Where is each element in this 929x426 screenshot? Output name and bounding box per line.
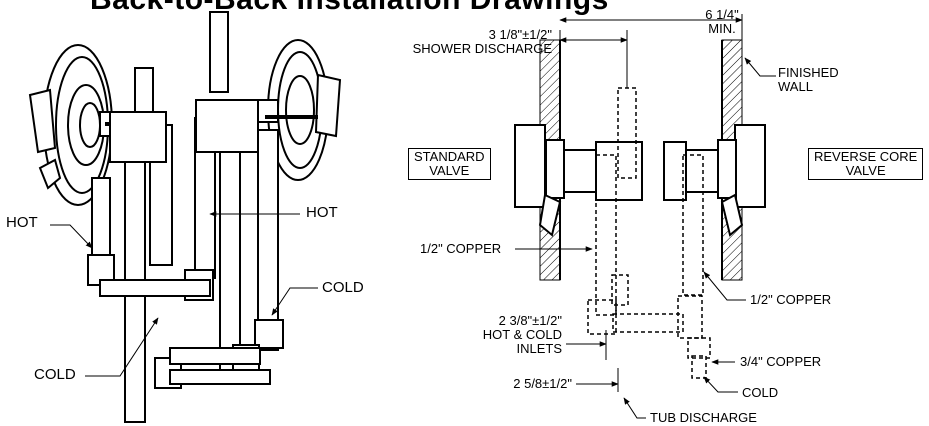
cold-label-left: COLD — [34, 366, 76, 383]
reverse-valve-section — [663, 124, 766, 237]
shower-discharge-dimension: 3 1/8"±1/2" SHOWER DISCHARGE — [413, 27, 552, 56]
left-leaders — [50, 211, 318, 377]
reverse-core-valve-label: REVERSE CORE VALVE — [808, 148, 924, 180]
page-title: Back-to-Back Installation Drawings — [90, 0, 609, 16]
inlets-line3: INLETS — [516, 341, 562, 356]
shower-discharge-value: 3 1/8"±1/2" — [488, 27, 552, 42]
standard-valve-line1: STANDARD — [414, 149, 485, 164]
copper-half-label-right: 1/2" COPPER — [750, 292, 832, 307]
tub-dimension: 2 5/8±1/2" — [513, 376, 572, 391]
dimension-lines — [515, 14, 776, 419]
inlets-line2: HOT & COLD — [482, 327, 562, 342]
cold-label-right: COLD — [322, 279, 364, 296]
wall-spacing-min: MIN. — [708, 21, 736, 36]
wall-spacing-dimension: 6 1/4" MIN. — [696, 8, 748, 36]
right-valve-trim — [251, 39, 342, 181]
isometric-view — [28, 11, 342, 423]
reverse-core-line2: VALVE — [845, 163, 886, 178]
finished-wall-line2: WALL — [778, 79, 813, 94]
reverse-core-line1: REVERSE CORE — [814, 149, 918, 164]
shower-discharge-label: SHOWER DISCHARGE — [412, 41, 552, 56]
standard-valve-section — [514, 124, 643, 237]
inlets-value: 2 3/8"±1/2" — [498, 313, 562, 328]
copper-three-quarter-label: 3/4" COPPER — [740, 354, 822, 369]
dashed-piping — [587, 87, 711, 379]
standard-valve-label: STANDARD VALVE — [408, 148, 491, 180]
copper-half-label-left: 1/2" COPPER — [420, 241, 502, 256]
inlets-dimension: 2 3/8"±1/2" HOT & COLD INLETS — [478, 314, 562, 356]
left-valve-trim — [28, 44, 148, 206]
hot-label-left: HOT — [6, 214, 38, 231]
hot-label-right: HOT — [306, 204, 338, 221]
finished-wall-line1: FINISHED — [778, 65, 839, 80]
wall-spacing-value: 6 1/4" — [705, 7, 739, 22]
cold-label-section: COLD — [742, 385, 779, 400]
finished-wall-label: FINISHED WALL — [778, 66, 839, 94]
standard-valve-line2: VALVE — [429, 163, 470, 178]
tub-discharge-label: TUB DISCHARGE — [650, 410, 757, 425]
